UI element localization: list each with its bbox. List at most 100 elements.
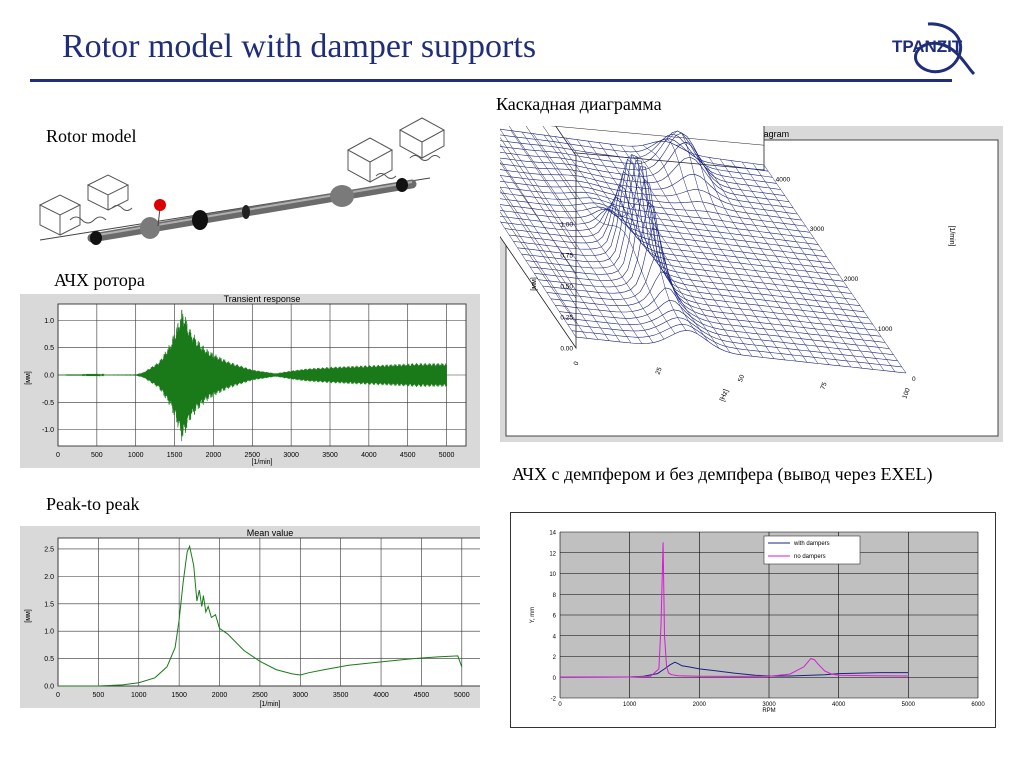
right-inner-bearing-housing [346, 137, 394, 183]
mesh-line-freq [500, 159, 621, 343]
y-tick-label: 6 [553, 614, 557, 620]
rpm-tick-label: 1000 [878, 326, 893, 333]
x-tick-label: 3500 [333, 692, 349, 699]
y-axis-label: Y, mm [530, 607, 536, 624]
x-tick-label: 100 [901, 387, 911, 400]
data-marks [559, 542, 909, 678]
shaft-highlight [91, 181, 413, 237]
left-wall-grid [525, 126, 577, 200]
mesh-line-freq [763, 164, 907, 374]
rotor-shaft [87, 179, 417, 243]
data-marks [58, 544, 463, 687]
disc-2 [242, 205, 250, 219]
series-line-no-dampers [559, 542, 909, 678]
waterfall-diagram-chart: Waterfall diagram 1850 0.000.250.500.751… [500, 126, 1003, 442]
shaft-collar-1 [140, 217, 160, 239]
y-tick-label: -1.0 [42, 427, 54, 434]
x-tick-label: 1500 [167, 452, 183, 459]
z-tick-label: 0.25 [560, 315, 573, 322]
legend-entry-no-dampers: no dampers [794, 554, 826, 560]
z-axis-label: [мм] [531, 277, 538, 291]
mesh-line-freq [521, 131, 665, 340]
mesh-line-freq [500, 205, 588, 339]
transient-trace [58, 309, 447, 442]
y-tick-label: 2.5 [44, 546, 54, 553]
left-inner-bearing-housing [86, 174, 130, 211]
x-tick-label: 4500 [414, 692, 430, 699]
mesh-line-freq [642, 145, 786, 361]
left-inner-spring [111, 205, 133, 211]
mesh-line-freq [500, 128, 643, 344]
mesh-line-freq [730, 160, 874, 370]
right-damper-spring [409, 155, 441, 161]
mesh-line-freq [664, 130, 808, 363]
mesh-line-freq [620, 145, 764, 358]
mesh-line-freq [653, 138, 797, 362]
grid [559, 531, 979, 699]
left-bearing [90, 231, 102, 245]
rotor-model-label: Rotor model [46, 126, 137, 146]
y-tick-label: 10 [549, 572, 556, 578]
mesh-line-freq [609, 143, 753, 357]
title-underline [30, 79, 952, 82]
page-title: Rotor model with damper supports [62, 28, 537, 65]
logo-alpha-mark [914, 22, 976, 76]
y-tick-label: 2 [553, 655, 557, 661]
right-outer-bearing-housing [398, 117, 446, 159]
z-tick-label: 1.00 [560, 222, 573, 229]
x-tick-label: 25 [655, 366, 664, 376]
left-damper-spring [69, 216, 107, 224]
y-tick-label: 14 [549, 531, 556, 537]
x-tick-label: 3000 [762, 702, 776, 708]
right-bearing [396, 178, 408, 192]
mesh-line-freq [565, 137, 709, 342]
x-axis-label: RPM [762, 708, 775, 714]
x-tick-label: 1000 [128, 452, 144, 459]
chart-title: Transient response [224, 294, 301, 304]
x-tick-label: 5000 [439, 452, 455, 459]
y-tick-label: 4 [553, 634, 557, 640]
chart-title: Mean value [247, 528, 294, 538]
left-wall-grid [508, 126, 577, 225]
mesh-line-freq [554, 136, 698, 334]
left-wall-grid [500, 137, 577, 249]
back-wall-grid [550, 126, 765, 146]
y-tick-label: -0.5 [42, 400, 54, 407]
mesh-line-freq [587, 140, 731, 353]
mesh-line-freq [576, 139, 720, 349]
y-axis-label: [мм] [25, 609, 32, 623]
disc-1 [192, 210, 208, 230]
mesh-line-freq [500, 220, 577, 338]
mesh-line-freq [532, 133, 676, 334]
legend-entry-with-dampers: with dampers [793, 541, 830, 547]
plot-area [505, 139, 999, 437]
mean-value-line [58, 544, 463, 687]
z-tick-label: 0.50 [560, 284, 573, 291]
x-tick-label: 2500 [252, 692, 268, 699]
y-tick-label: 8 [553, 593, 557, 599]
rpm-tick-label: 2000 [844, 276, 859, 283]
x-tick-label: 4000 [832, 702, 846, 708]
damper-compare-label: АЧХ с демпфером и без демпфера (вывод че… [512, 464, 933, 484]
mesh-line-freq [752, 163, 896, 372]
x-tick-label: 3500 [322, 452, 338, 459]
x-tick-label: 2500 [244, 452, 260, 459]
x-tick-label: 1000 [623, 702, 637, 708]
freq-response-label: АЧХ ротора [54, 270, 145, 290]
y-axis-label: [мм] [25, 371, 32, 385]
x-axis-label: [Hz] [719, 388, 730, 402]
x-tick-label: 2000 [693, 702, 707, 708]
x-tick-label: 1500 [171, 692, 187, 699]
mesh-line-freq [500, 189, 599, 340]
y-tick-label: 0 [553, 676, 557, 682]
y-tick-label: 1.0 [44, 318, 54, 325]
sensor-stem [157, 207, 161, 227]
plot-area [57, 537, 480, 687]
x-tick-label: 50 [737, 374, 746, 384]
left-wall-grid [542, 126, 577, 175]
tranzit-logo: ТРАNZIT [892, 22, 976, 76]
